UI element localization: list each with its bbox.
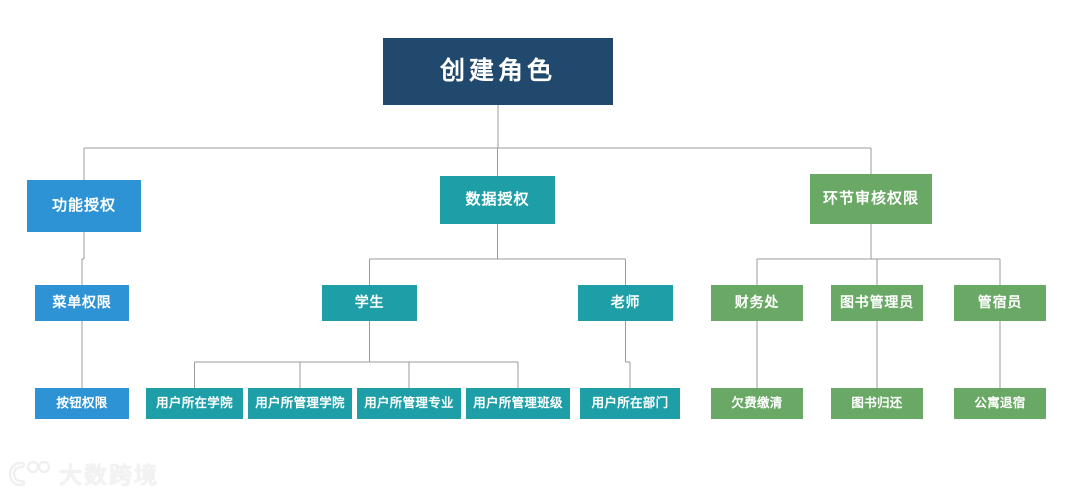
node-label: 用户所管理班级 xyxy=(473,395,563,410)
node-label: 用户所管理学院 xyxy=(255,395,345,410)
node-label: 老师 xyxy=(610,294,641,311)
node-root-create-role[interactable]: 创建角色 xyxy=(383,38,613,105)
node-label: 学生 xyxy=(354,294,385,311)
node-label: 数据授权 xyxy=(465,190,530,208)
node-label: 图书管理员 xyxy=(840,294,914,311)
node-menu-permission[interactable]: 菜单权限 xyxy=(35,285,129,321)
node-finance-office[interactable]: 财务处 xyxy=(711,285,803,321)
node-fees-paid[interactable]: 欠费缴清 xyxy=(711,388,803,419)
node-label: 用户所在部门 xyxy=(591,395,669,410)
node-label: 按钮权限 xyxy=(56,395,108,410)
node-user-department[interactable]: 用户所在部门 xyxy=(580,388,680,419)
node-user-college[interactable]: 用户所在学院 xyxy=(146,388,243,419)
node-label: 管宿员 xyxy=(977,294,1023,311)
node-student[interactable]: 学生 xyxy=(322,285,417,321)
node-data-authorization[interactable]: 数据授权 xyxy=(440,176,555,224)
node-function-authorization[interactable]: 功能授权 xyxy=(27,180,141,232)
node-book-returned[interactable]: 图书归还 xyxy=(831,388,923,419)
node-label: 用户所管理专业 xyxy=(364,395,454,410)
node-label: 公寓退宿 xyxy=(974,395,1026,410)
node-user-managed-college[interactable]: 用户所管理学院 xyxy=(248,388,352,419)
dashukuajing-logo-icon xyxy=(8,460,51,487)
node-label: 创建角色 xyxy=(439,56,556,85)
node-dorm-checkout[interactable]: 公寓退宿 xyxy=(954,388,1046,419)
node-label: 图书归还 xyxy=(851,395,903,410)
node-button-permission[interactable]: 按钮权限 xyxy=(35,388,129,419)
node-librarian[interactable]: 图书管理员 xyxy=(831,285,923,321)
node-label: 欠费缴清 xyxy=(731,395,783,410)
node-label: 环节审核权限 xyxy=(822,189,919,207)
node-user-managed-class[interactable]: 用户所管理班级 xyxy=(466,388,570,419)
node-teacher[interactable]: 老师 xyxy=(578,285,673,321)
node-label: 用户所在学院 xyxy=(156,395,233,410)
node-label: 功能授权 xyxy=(51,196,116,214)
watermark: 大数跨境 xyxy=(8,456,159,490)
node-approval-authority[interactable]: 环节审核权限 xyxy=(810,174,932,224)
watermark-text: 大数跨境 xyxy=(59,462,159,488)
node-user-managed-major[interactable]: 用户所管理专业 xyxy=(357,388,461,419)
node-label: 财务处 xyxy=(734,294,780,311)
node-label: 菜单权限 xyxy=(52,294,112,311)
node-dorm-manager[interactable]: 管宿员 xyxy=(954,285,1046,321)
